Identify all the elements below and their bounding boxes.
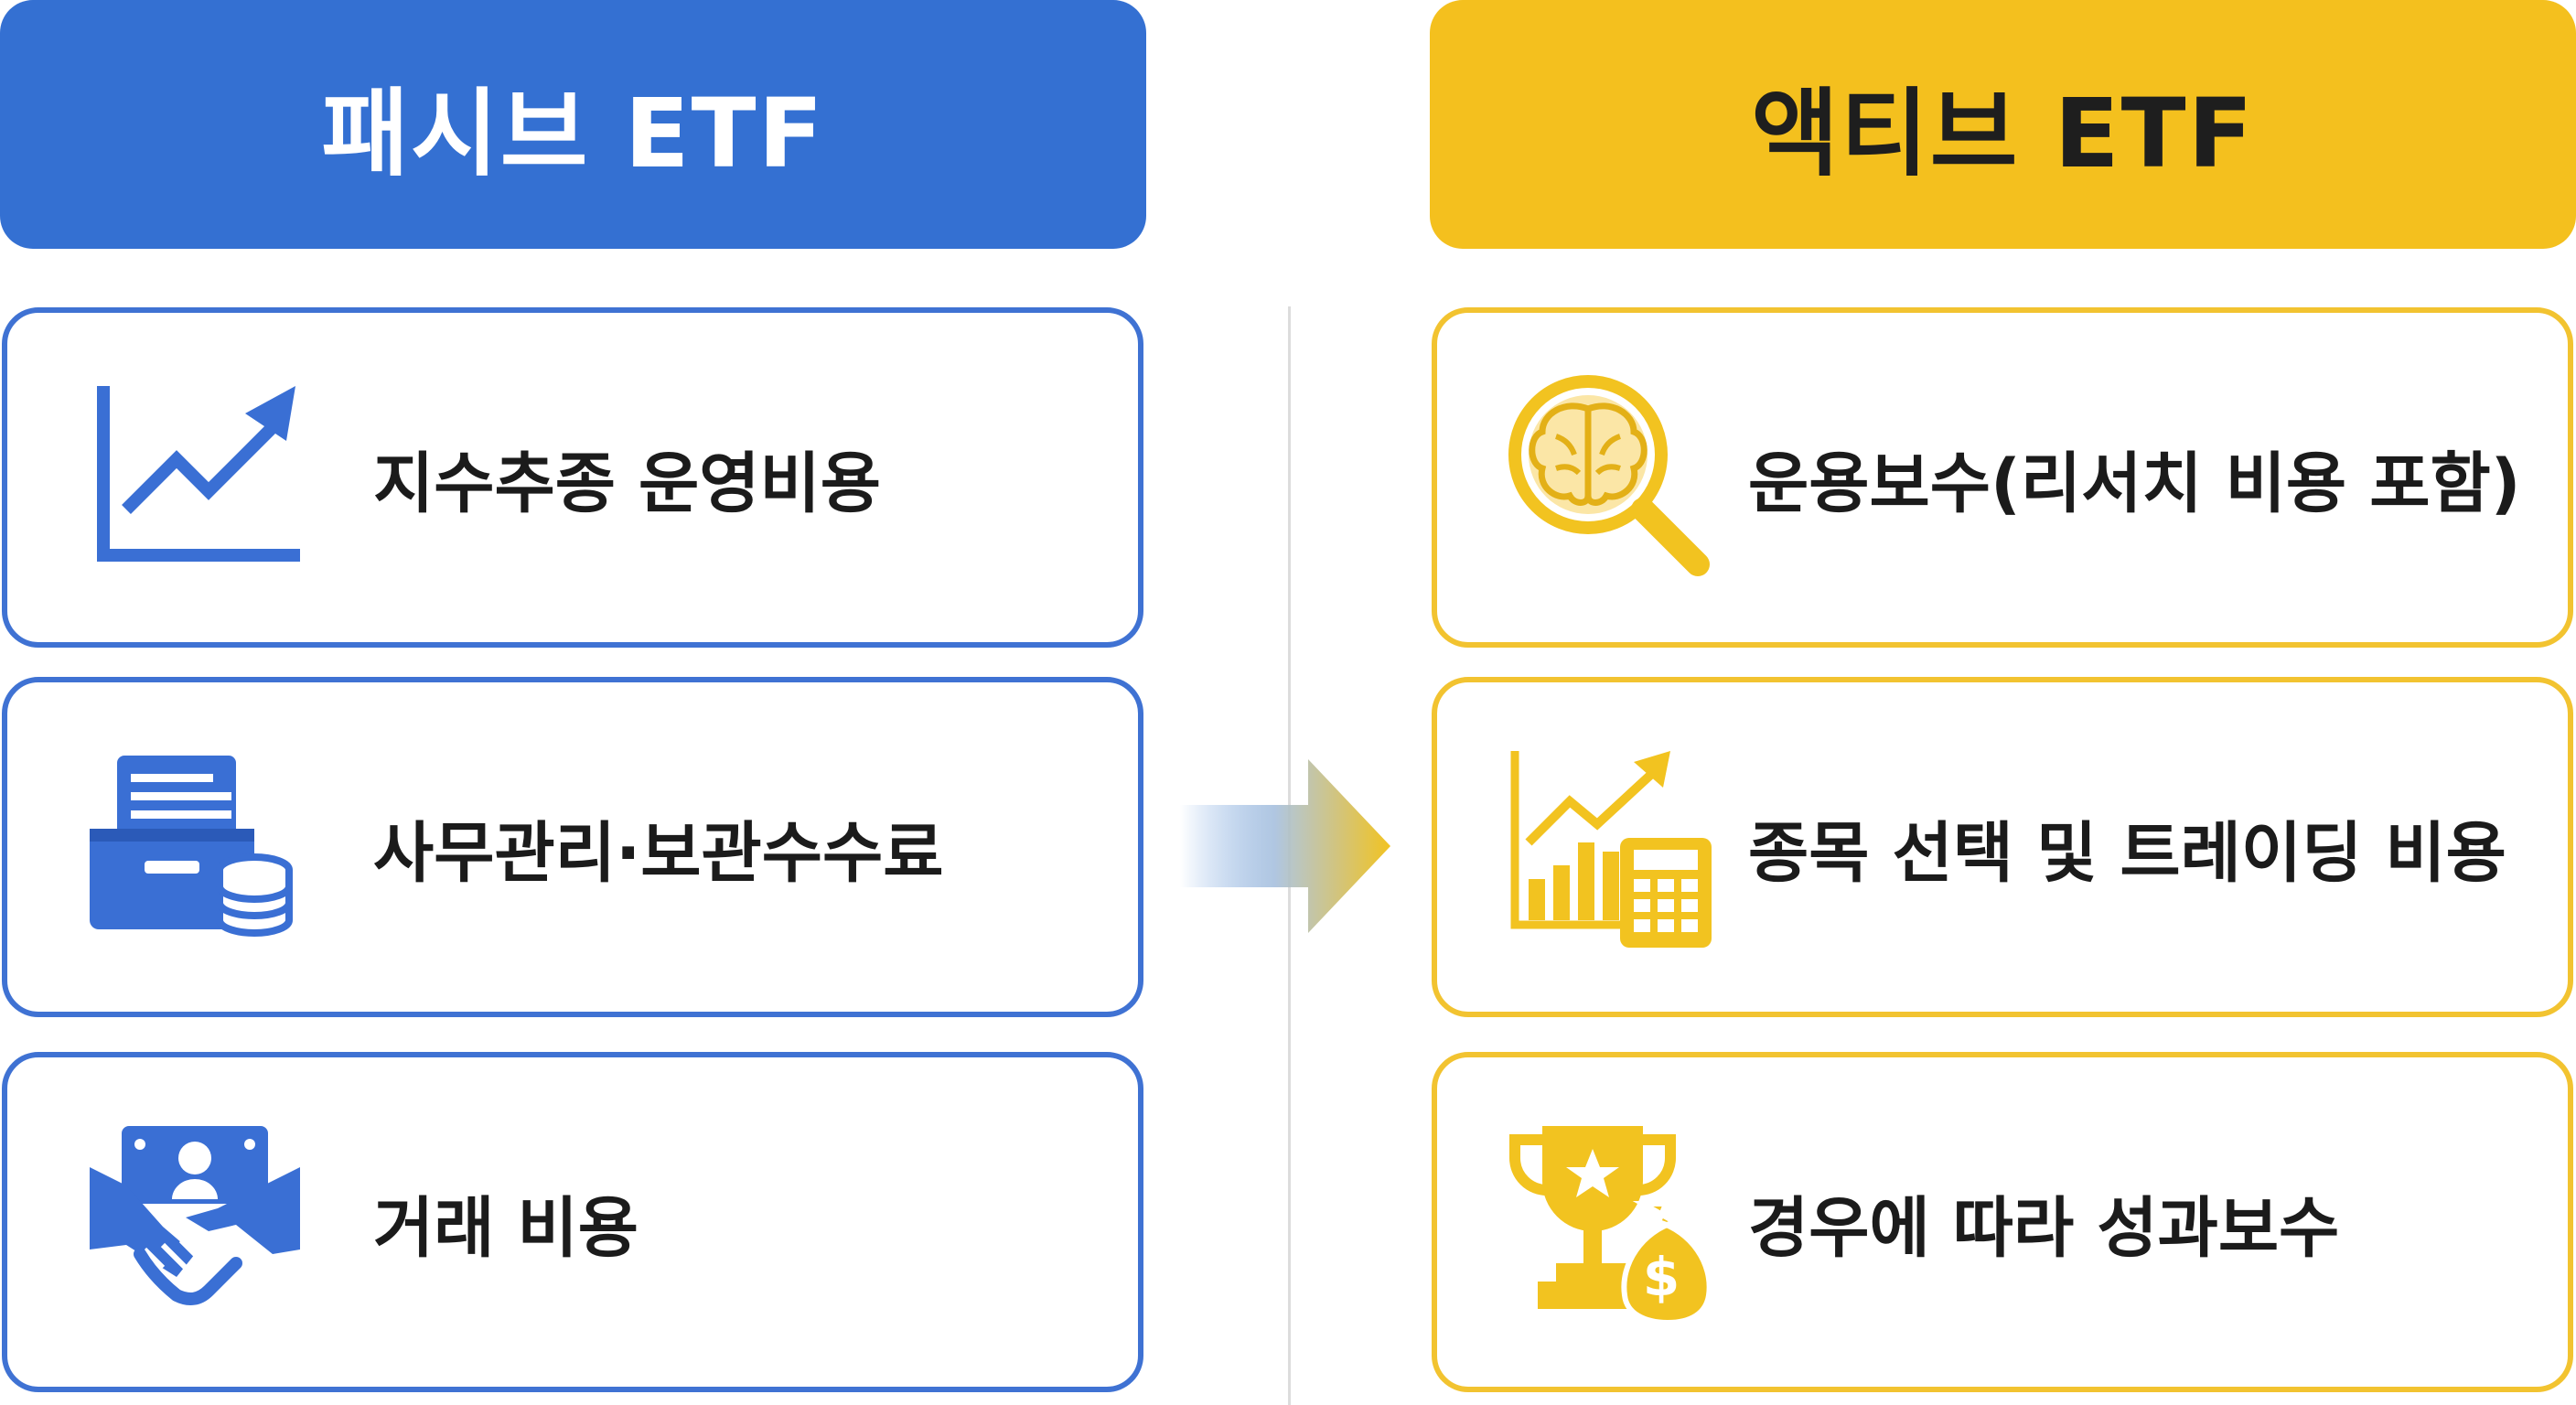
active-etf-header: 액티브 ETF [1430, 0, 2576, 249]
active-etf-title: 액티브 ETF [1751, 77, 2255, 189]
active-item-stock-selection-trading: 종목 선택 및 트레이딩 비용 [1432, 677, 2573, 1017]
svg-text:$: $ [1643, 1246, 1680, 1308]
passive-etf-title: 패시브 ETF [321, 77, 825, 189]
active-item-management-fee: 운용보수(리서치 비용 포함) [1432, 307, 2573, 648]
passive-item-label: 거래 비용 [373, 1189, 639, 1267]
trophy-money-bag-icon: $ [1509, 1126, 1712, 1326]
passive-item-label: 사무관리·보관수수료 [373, 814, 944, 892]
active-item-label: 경우에 따라 성과보수 [1748, 1189, 2340, 1267]
passive-item-trading-cost: 거래 비용 [2, 1052, 1143, 1392]
active-item-label: 종목 선택 및 트레이딩 비용 [1748, 814, 2506, 892]
active-item-label: 운용보수(리서치 비용 포함) [1748, 445, 2521, 522]
trend-line-chart-icon [97, 386, 300, 562]
handshake-money-icon [90, 1126, 300, 1305]
active-item-performance-fee: $ 경우에 따라 성과보수 [1432, 1052, 2573, 1392]
passive-item-index-tracking: 지수추종 운영비용 [2, 307, 1143, 648]
chart-calculator-icon [1510, 751, 1712, 948]
file-box-coins-icon [90, 756, 293, 937]
passive-item-label: 지수추종 운영비용 [373, 445, 881, 522]
brain-magnifier-icon [1508, 375, 1710, 576]
passive-etf-header: 패시브 ETF [0, 0, 1146, 249]
passive-item-admin-custody-fee: 사무관리·보관수수료 [2, 677, 1143, 1017]
right-arrow-icon [1180, 759, 1390, 933]
